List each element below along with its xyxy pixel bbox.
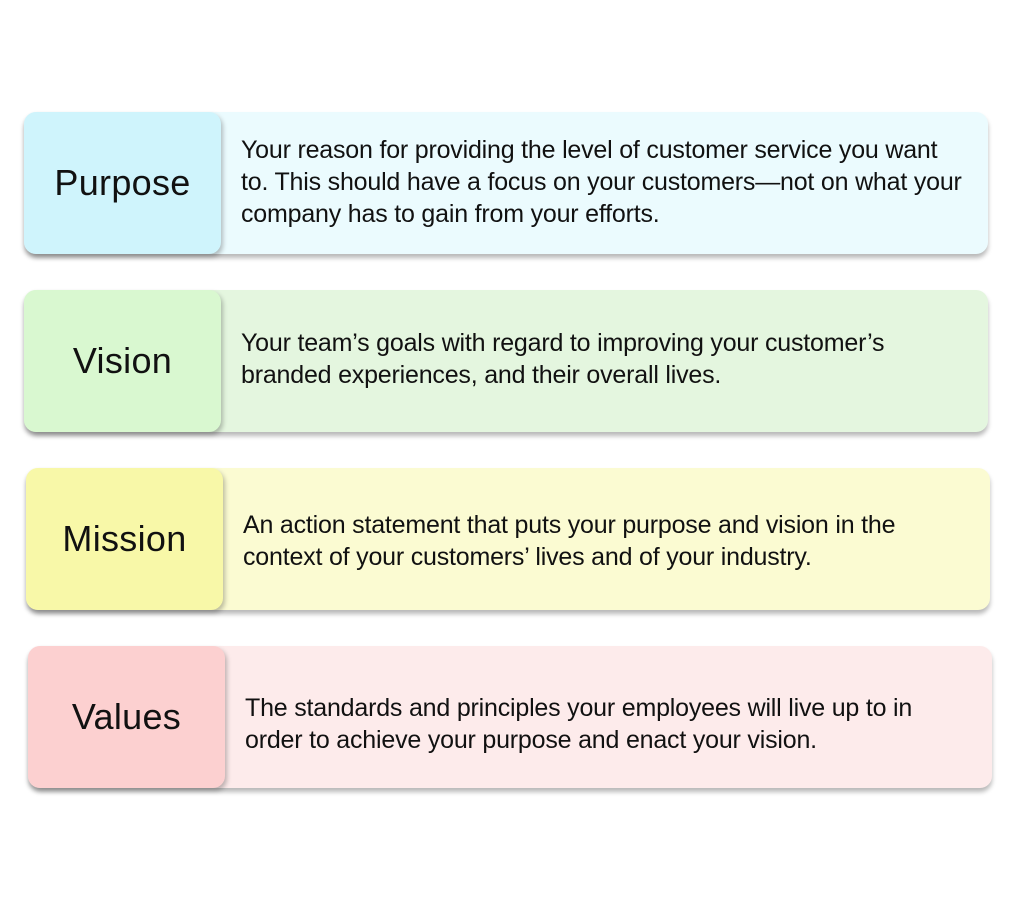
description-purpose: Your reason for providing the level of c… bbox=[241, 136, 962, 228]
description-values: The standards and principles your employ… bbox=[245, 694, 913, 754]
description-mission: An action statement that puts your purpo… bbox=[243, 511, 896, 571]
row-purpose: Purpose Your reason for providing the le… bbox=[24, 112, 988, 254]
label-mission: Mission bbox=[26, 468, 223, 610]
row-values: Values The standards and principles your… bbox=[28, 646, 992, 788]
row-mission: Mission An action statement that puts yo… bbox=[26, 468, 990, 610]
row-vision: Vision Your team’s goals with regard to … bbox=[24, 290, 988, 432]
description-vision: Your team’s goals with regard to improvi… bbox=[241, 329, 885, 389]
label-purpose: Purpose bbox=[24, 112, 221, 254]
label-values: Values bbox=[28, 646, 225, 788]
label-vision: Vision bbox=[24, 290, 221, 432]
